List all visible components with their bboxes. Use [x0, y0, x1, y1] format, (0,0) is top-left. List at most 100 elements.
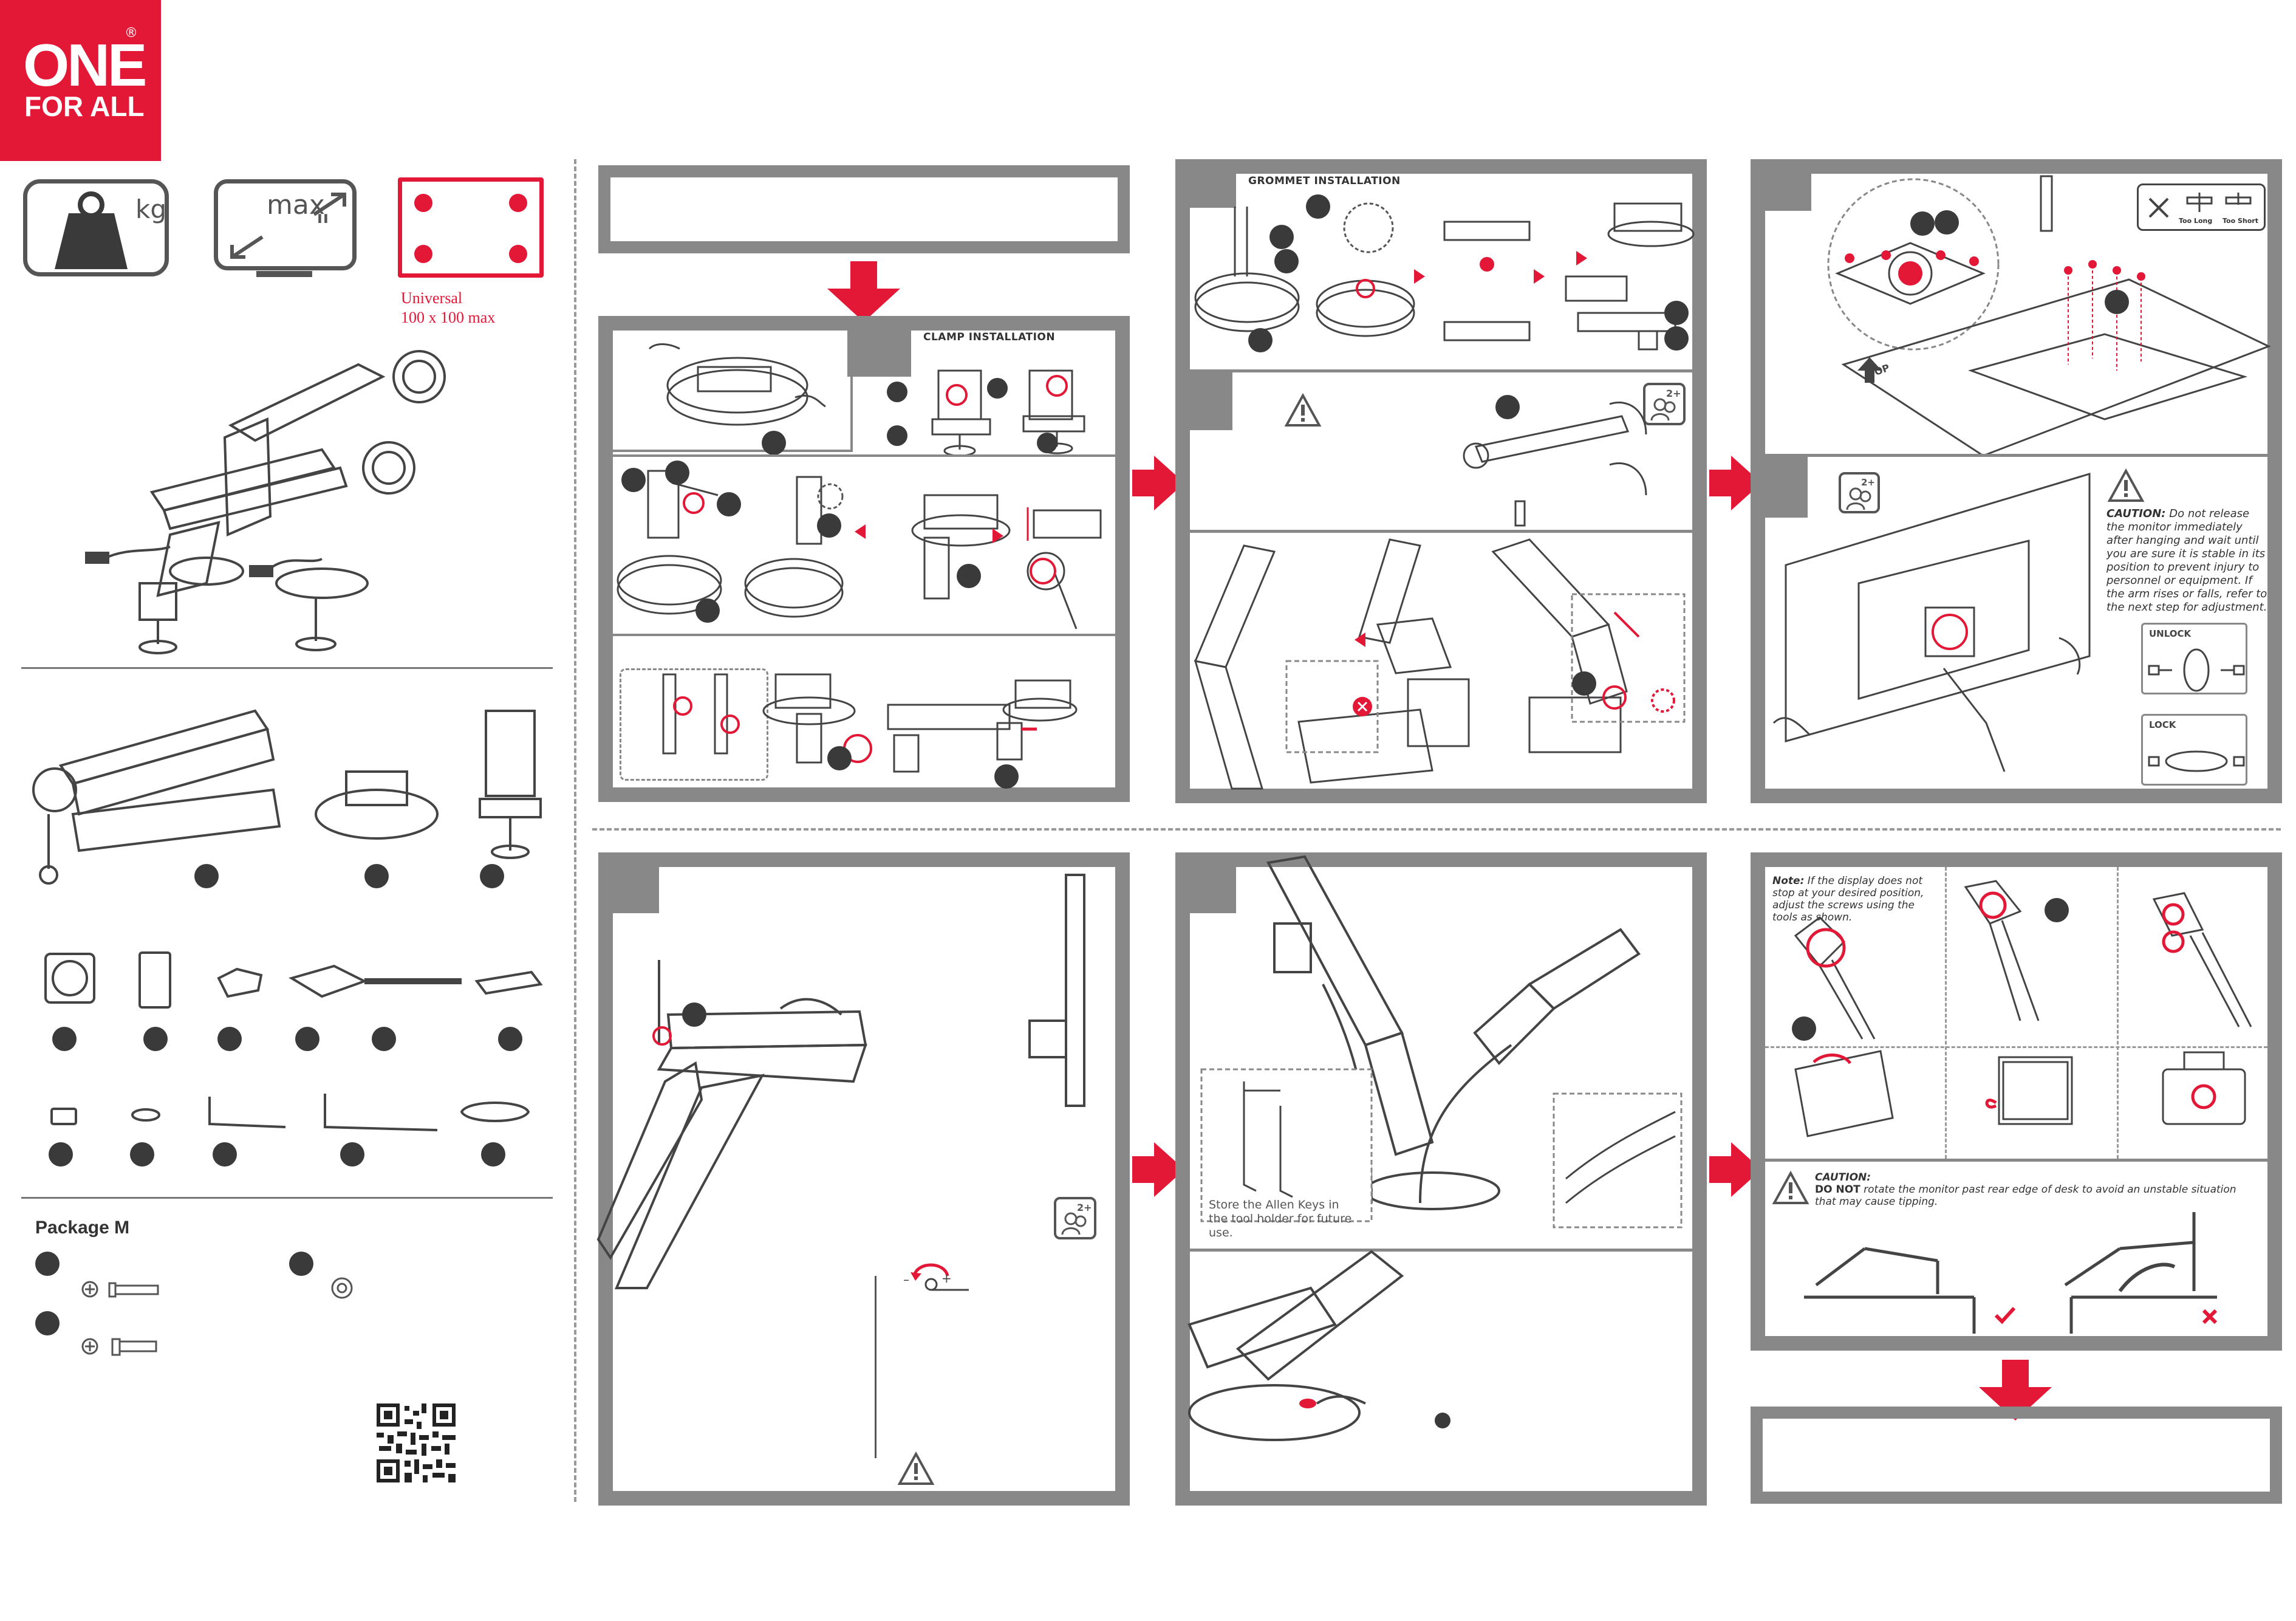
unlock-label: UNLOCK — [2149, 628, 2192, 639]
caution-body: Do not release the monitor immediately a… — [2106, 507, 2267, 614]
desk-rotation-drawing — [1804, 1212, 2218, 1334]
too-short-label: Too Short — [2223, 217, 2258, 225]
caution-rotate-text: CAUTION: DO NOT rotate the monitor past … — [1815, 1171, 2240, 1208]
inner-divider — [1190, 369, 1692, 372]
step-marker — [1664, 301, 1689, 325]
monitor-stand — [256, 271, 312, 277]
lock-indicator: LOCK — [2141, 714, 2247, 786]
screen-size-spec-box: max " — [214, 179, 357, 270]
unlock-indicator: UNLOCK — [2141, 623, 2247, 694]
step-tab — [847, 316, 911, 377]
note-prefix: Note: — [1772, 875, 1805, 887]
step-marker — [1269, 225, 1294, 249]
part-label-marker — [340, 1142, 364, 1167]
inner-divider — [1765, 454, 2267, 457]
screw-fit-icon — [2186, 193, 2252, 212]
part-label-marker — [194, 864, 219, 888]
tension-minus: – — [903, 1272, 909, 1287]
column-separator — [574, 159, 576, 1502]
section-divider — [21, 1197, 553, 1199]
note-body: If the display does not stop at your des… — [1772, 875, 1924, 924]
hang-monitor-drawing — [1772, 472, 2091, 772]
warning-icon — [1284, 392, 1322, 427]
rotation-adjust-drawing — [1794, 880, 2252, 1137]
part-label-marker — [217, 1027, 242, 1051]
base-unit-drawing — [648, 343, 826, 426]
package-item-marker — [289, 1252, 313, 1276]
step-marker — [827, 746, 852, 770]
final-text-box — [1751, 1407, 2282, 1504]
caution2-prefix: CAUTION: — [1815, 1171, 1871, 1184]
part-label-marker — [481, 1142, 505, 1167]
two-person-badge: 2+ — [1839, 472, 1880, 513]
package-item-marker — [35, 1252, 60, 1276]
step-marker — [1792, 1016, 1816, 1041]
package-screws-illustration — [81, 1277, 353, 1356]
two-person-count: 2+ — [1861, 477, 1876, 488]
too-long-label: Too Long — [2179, 217, 2213, 225]
clamp-installation-title: CLAMP INSTALLATION — [923, 331, 1056, 343]
unlock-icon — [2148, 648, 2245, 692]
inner-divider — [1765, 1159, 2267, 1162]
vesa-label-line2: 100 x 100 max — [401, 309, 496, 326]
hardware-parts-row2 — [50, 1094, 530, 1131]
cable-routing-drawing — [1200, 855, 1683, 1229]
vesa-hole — [414, 194, 432, 212]
vesa-spec-box — [398, 177, 544, 278]
step-marker — [621, 468, 646, 492]
vesa-hole — [509, 194, 527, 212]
base-unit-figure — [613, 331, 853, 455]
step-marker — [1495, 395, 1520, 419]
arm-mount-sequence-drawing — [1194, 538, 1686, 790]
two-person-badge: 2+ — [1054, 1197, 1096, 1239]
zoom-detail-box — [620, 668, 768, 781]
monitor-arm-illustration — [85, 350, 446, 654]
caution2-body: rotate the monitor past rear edge of des… — [1815, 1184, 2236, 1208]
people-icon — [1650, 398, 1676, 421]
part-label-marker — [130, 1142, 154, 1167]
clamp-step-drawing — [931, 369, 1085, 457]
vesa-hole — [414, 245, 432, 263]
close-icon — [2148, 197, 2169, 218]
inner-divider — [613, 454, 1115, 457]
inner-divider — [613, 634, 1115, 636]
warning-icon — [1772, 1170, 1809, 1204]
step-marker — [682, 1002, 706, 1027]
part-label-marker — [143, 1027, 168, 1051]
cable-cover-drawing — [1187, 1250, 1404, 1441]
caution2-bold: DO NOT — [1815, 1184, 1860, 1196]
weight-icon — [55, 191, 128, 269]
two-person-count: 2+ — [1666, 388, 1681, 399]
hardware-parts-row1 — [44, 951, 543, 1009]
part-label-marker — [295, 1027, 319, 1051]
screw-length-legend: Too Long Too Short — [2137, 183, 2266, 231]
base-assembly-drawing — [617, 470, 1102, 629]
tension-plus: + — [941, 1271, 952, 1286]
step-tab — [1190, 372, 1232, 430]
step-marker — [1274, 249, 1299, 273]
brand-logo-mark: ® — [125, 26, 138, 41]
two-person-count: 2+ — [1077, 1202, 1092, 1213]
step-marker — [1910, 211, 1935, 236]
part-label-marker — [762, 431, 786, 455]
brand-logo: ONE ® FOR ALL — [0, 0, 161, 161]
brand-logo-line2: FOR ALL — [24, 91, 145, 122]
step-marker — [2105, 290, 2129, 314]
qr-code[interactable] — [377, 1403, 456, 1482]
step-tab — [1751, 159, 1811, 211]
step-marker — [1664, 326, 1689, 351]
step-marker — [994, 764, 1019, 789]
brand-logo-line1: ONE — [23, 32, 147, 98]
tension-direction-icon — [911, 1263, 969, 1291]
grommet-panel — [1175, 159, 1707, 803]
step-tab — [1175, 159, 1236, 208]
weight-unit: kg — [135, 194, 166, 224]
two-person-badge: 2+ — [1643, 383, 1686, 425]
step-tab — [598, 852, 659, 913]
allen-key-note: Store the Allen Keys in the tool holder … — [1209, 1198, 1352, 1239]
part-label-marker — [52, 1027, 77, 1051]
vesa-plate-drawing — [1827, 175, 2271, 457]
weight-spec-box: kg — [23, 179, 169, 276]
lock-label: LOCK — [2149, 719, 2176, 730]
step-marker — [957, 564, 981, 588]
